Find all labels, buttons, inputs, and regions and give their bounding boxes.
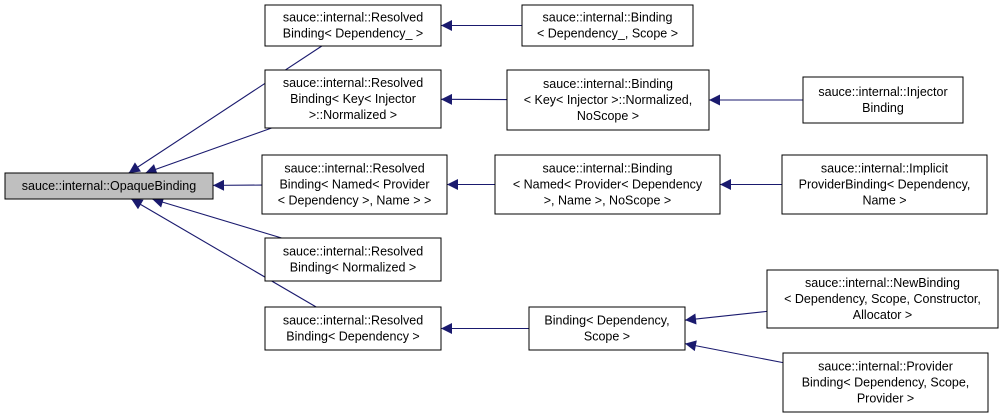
node-opaque-binding: sauce::internal::OpaqueBinding <box>4 172 214 200</box>
node-box <box>4 172 214 200</box>
node-label-line: sauce::internal::Binding <box>543 77 673 91</box>
node-box <box>264 306 442 351</box>
node-label-line: Binding< Dependency, <box>544 314 669 328</box>
node-label-line: < Named< Provider< Dependency <box>513 178 703 192</box>
node-label-line: sauce::internal::Injector <box>818 85 947 99</box>
node-label-line: >::Normalized > <box>309 108 397 122</box>
node-label-line: sauce::internal::OpaqueBinding <box>22 179 196 193</box>
node-label-line: Scope > <box>584 330 630 344</box>
nodes-layer: sauce::internal::OpaqueBindingsauce::int… <box>4 4 999 413</box>
node-box <box>766 269 999 329</box>
node-label-line: sauce::internal::Resolved <box>283 314 423 328</box>
node-label-line: Name > <box>862 194 906 208</box>
edge-rb_key_injector-to-opaque_binding <box>145 127 272 175</box>
node-label-line: Provider > <box>857 392 914 406</box>
node-label-line: Binding< Dependency_ > <box>283 27 423 41</box>
node-box <box>264 237 442 282</box>
edges-layer <box>128 20 803 364</box>
node-label-line: sauce::internal::NewBinding <box>805 276 960 290</box>
node-label-line: < Dependency_, Scope > <box>537 27 678 41</box>
node-label-line: Binding< Normalized > <box>290 261 416 275</box>
node-label-line: < Dependency, Scope, Constructor, <box>784 292 981 306</box>
node-label-line: sauce::internal::Resolved <box>284 162 424 176</box>
edge-new_binding-to-b_dependency_scope <box>684 310 768 325</box>
node-label-line: sauce::internal::Resolved <box>283 11 423 25</box>
node-label-line: Binding< Dependency > <box>286 330 419 344</box>
node-box <box>528 306 686 351</box>
node-box <box>781 154 988 215</box>
edge-rb_dependency-to-opaque_binding <box>130 198 317 308</box>
node-label-line: < Dependency >, Name > > <box>278 194 432 208</box>
node-label-line: Binding< Named< Provider <box>279 178 429 192</box>
node-box <box>782 352 989 413</box>
node-label-line: sauce::internal::Resolved <box>283 245 423 259</box>
edge-rb_normalized-to-opaque_binding <box>151 196 282 239</box>
node-box <box>261 154 448 215</box>
node-label-line: Binding <box>862 101 904 115</box>
node-implicit-provider-binding[interactable]: sauce::internal::ImplicitProviderBinding… <box>781 154 988 215</box>
node-box <box>521 4 694 47</box>
node-label-line: >, Name >, NoScope > <box>544 194 672 208</box>
node-label-line: sauce::internal::Resolved <box>283 76 423 90</box>
node-label-line: Binding< Key< Injector <box>290 92 416 106</box>
node-box <box>264 4 442 47</box>
node-label-line: sauce::internal::Provider <box>818 360 953 374</box>
node-box <box>264 69 442 129</box>
node-b-dependency-scope[interactable]: Binding< Dependency, Scope > <box>528 306 686 351</box>
node-box <box>494 154 721 215</box>
node-provider-binding[interactable]: sauce::internal::ProviderBinding< Depend… <box>782 352 989 413</box>
node-label-line: sauce::internal::Binding <box>543 162 673 176</box>
node-label-line: sauce::internal::Binding <box>543 11 673 25</box>
node-b-key-injector[interactable]: sauce::internal::Binding< Key< Injector … <box>506 69 710 131</box>
node-label-line: Allocator > <box>853 308 912 322</box>
node-box <box>802 76 964 124</box>
node-label-line: sauce::internal::Implicit <box>821 162 949 176</box>
node-b-dependency-scope-[interactable]: sauce::internal::Binding< Dependency_, S… <box>521 4 694 47</box>
edge-rb_dependency_-to-opaque_binding <box>128 45 323 174</box>
node-label-line: NoScope > <box>577 109 639 123</box>
node-label-line: ProviderBinding< Dependency, <box>799 178 971 192</box>
node-label-line: Binding< Dependency, Scope, <box>802 376 970 390</box>
node-b-named-provider[interactable]: sauce::internal::Binding< Named< Provide… <box>494 154 721 215</box>
edge-provider_binding-to-b_dependency_scope <box>684 340 784 364</box>
node-new-binding[interactable]: sauce::internal::NewBinding< Dependency,… <box>766 269 999 329</box>
node-box <box>506 69 710 131</box>
node-label-line: < Key< Injector >::Normalized, <box>524 93 692 107</box>
